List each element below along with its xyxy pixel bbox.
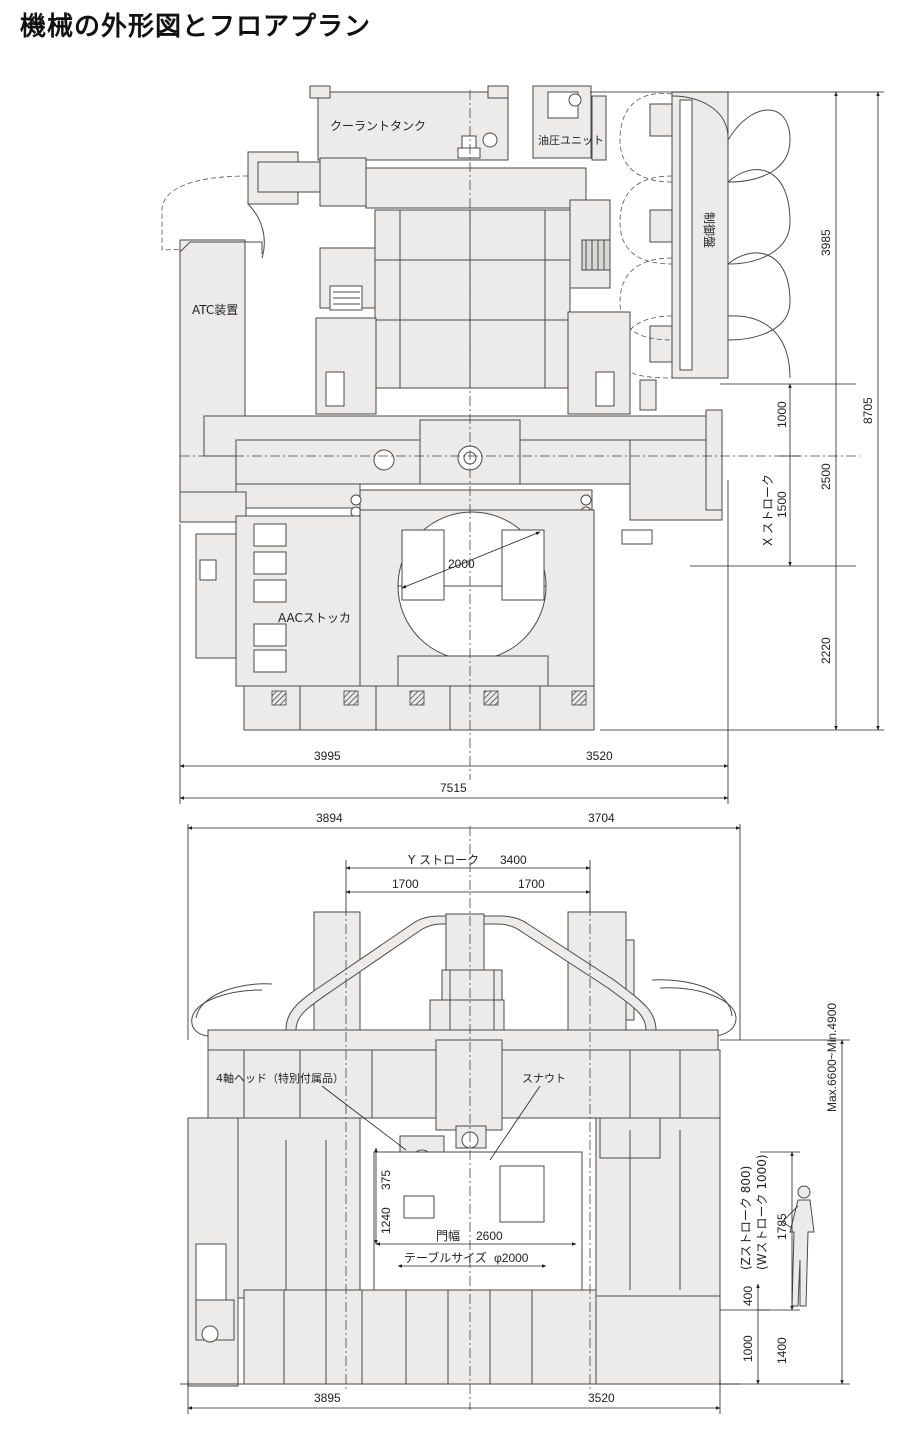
hydraulic-unit-label: 油圧ユニット <box>538 133 604 147</box>
column-block <box>365 167 611 389</box>
dim-8705: 8705 <box>861 397 875 424</box>
dim-3520-top: 3520 <box>586 749 613 763</box>
dim-1700-right: 1700 <box>518 877 545 891</box>
dim-3894: 3894 <box>316 811 343 825</box>
crossrail <box>203 409 723 521</box>
dim-375: 375 <box>379 1170 393 1190</box>
dim-3704: 3704 <box>588 811 615 825</box>
control-panel: 制御盤 <box>619 91 791 379</box>
coolant-tank: クーラントタンク <box>309 85 509 161</box>
table-size-label: テーブルサイズ <box>404 1250 487 1265</box>
w-stroke-label: (Wストローク 1000) <box>755 1154 769 1270</box>
front-bottom-dimensions: 3895 3520 <box>187 1380 721 1414</box>
dim-7515: 7515 <box>440 781 467 795</box>
atc-device: ATC装置 <box>179 239 377 523</box>
front-top-dimensions: 3894 3704 Y ストローク 3400 1700 1700 <box>187 811 741 1040</box>
dim-3895: 3895 <box>314 1391 341 1405</box>
front-view: 3894 3704 Y ストローク 3400 1700 1700 <box>180 811 850 1414</box>
dim-1785: 1785 <box>775 1213 789 1240</box>
front-right-dimensions: Max.6600~Min.4900 (Zストローク 800) (Wストローク 1… <box>720 1003 850 1385</box>
hydraulic-unit: 油圧ユニット <box>532 85 607 161</box>
coolant-tank-label: クーラントタンク <box>330 119 426 133</box>
dim-1500: 1500 <box>775 491 789 518</box>
dim-2220: 2220 <box>819 637 833 664</box>
dim-3995: 3995 <box>314 749 341 763</box>
dim-1700-left: 1700 <box>392 877 419 891</box>
rotary-table: 2000 <box>359 509 595 689</box>
top-bottom-dimensions: 3995 3520 7515 <box>179 480 729 804</box>
dim-1240: 1240 <box>379 1207 393 1234</box>
aac-label: AACストッカ <box>278 611 351 625</box>
snout-label: スナウト <box>522 1072 566 1085</box>
top-view: クーラントタンク 油圧ユニット 制御盤 <box>161 85 884 804</box>
control-panel-label: 制御盤 <box>702 212 717 248</box>
gate-width-label: 門幅 <box>436 1228 460 1243</box>
x-stroke-label: X ストローク <box>761 474 775 546</box>
dim-400: 400 <box>741 1286 755 1306</box>
max-min-label: Max.6600~Min.4900 <box>825 1003 839 1112</box>
atc-label: ATC装置 <box>192 303 238 317</box>
head4-label: 4軸ヘッド（特別付属品） <box>216 1071 344 1085</box>
y-stroke-label: Y ストローク <box>407 853 479 867</box>
dim-3520-bottom: 3520 <box>588 1391 615 1405</box>
dim-table: φ2000 <box>494 1251 529 1265</box>
top-right-dimensions: 3985 8705 1000 2500 1500 X ストローク 2220 <box>590 91 884 731</box>
dim-2500: 2500 <box>819 463 833 490</box>
table-dia-label: 2000 <box>448 557 475 571</box>
page-title: 機械の外形図とフロアプラン <box>20 12 372 42</box>
dim-1000: 1000 <box>775 401 789 428</box>
z-stroke-label: (Zストローク 800) <box>739 1166 753 1270</box>
dim-3985: 3985 <box>819 229 833 256</box>
dim-1000-front: 1000 <box>741 1335 755 1362</box>
human-figure-icon <box>781 1185 815 1307</box>
aac-stocker: AACストッカ <box>195 515 361 687</box>
dim-3400: 3400 <box>500 853 527 867</box>
dim-2600: 2600 <box>476 1229 503 1243</box>
dim-1400: 1400 <box>775 1337 789 1364</box>
